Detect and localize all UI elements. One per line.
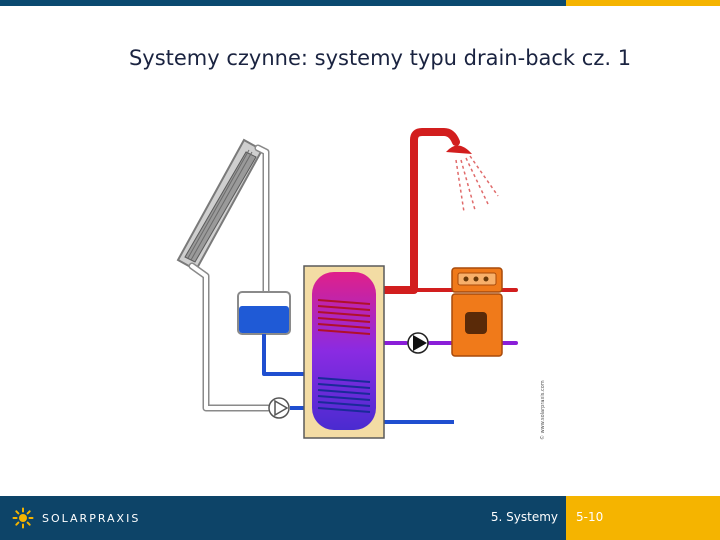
lower-heating-coil <box>317 377 371 413</box>
solarpraxis-logo: SOLARPRAXIS <box>12 504 140 532</box>
section-label: 5. Systemy <box>490 510 558 524</box>
footer: SOLARPRAXIS 5. Systemy 5-10 <box>0 496 720 540</box>
copyright-watermark: © www.solarpraxis.com <box>539 380 546 440</box>
collector-pipes <box>188 144 272 412</box>
sun-icon <box>12 507 34 529</box>
boiler <box>451 267 503 357</box>
footer-navy-band <box>0 496 566 540</box>
page-number: 5-10 <box>576 510 604 524</box>
top-bar-gold <box>566 0 720 6</box>
logo-text: SOLARPRAXIS <box>42 511 141 525</box>
drain-back-vessel <box>237 291 291 335</box>
solar-collector <box>176 138 264 272</box>
top-accent-bar <box>0 0 720 6</box>
footer-gold-band <box>566 496 720 540</box>
top-bar-navy <box>0 0 566 6</box>
solar-circuit-pump <box>268 397 290 419</box>
shower-head <box>446 145 499 213</box>
heating-circuit-pump <box>407 332 429 354</box>
page-title: Systemy czynne: systemy typu drain-back … <box>128 46 632 70</box>
upper-heating-coil <box>317 299 371 335</box>
drain-back-system-diagram: © www.solarpraxis.com <box>176 128 546 440</box>
storage-tank <box>303 265 385 439</box>
